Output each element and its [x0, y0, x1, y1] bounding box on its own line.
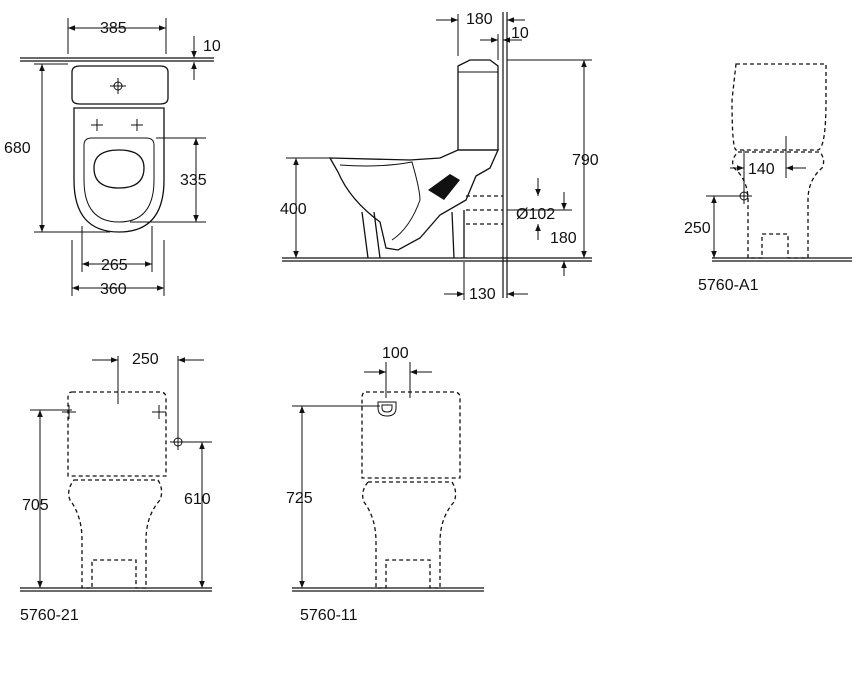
variant-a1: 140 250 5760-A1	[684, 63, 852, 294]
fixing-hole-left	[91, 119, 103, 131]
dim-680: 680	[4, 140, 31, 157]
variant-21: 250 705 610 5760-21	[20, 351, 212, 624]
dim-790: 790	[572, 152, 599, 169]
dim-705: 705	[22, 497, 49, 514]
dim-10-gap: 10	[511, 25, 529, 42]
dim-180-tank: 180	[466, 11, 493, 28]
bowl-outline	[73, 107, 165, 233]
code-5760-11: 5760-11	[300, 607, 358, 624]
dim-140: 140	[748, 161, 775, 178]
code-5760-a1: 5760-A1	[698, 277, 759, 294]
dim-100: 100	[382, 345, 409, 362]
flush-symbol	[110, 78, 126, 94]
side-view: 180 10 790 400 Ø102 180 130	[280, 11, 599, 303]
dim-10: 10	[203, 38, 221, 55]
dim-725: 725	[286, 490, 313, 507]
top-view: 385 10 680 335 265 360	[4, 18, 221, 298]
dim-diameter: Ø102	[516, 206, 555, 223]
dim-180-outlet: 180	[550, 230, 577, 247]
dim-610: 610	[184, 491, 211, 508]
side-symbol-left	[62, 405, 76, 419]
dim-130: 130	[469, 286, 496, 303]
dim-335: 335	[180, 172, 207, 189]
trap-section	[428, 174, 460, 200]
code-5760-21: 5760-21	[20, 607, 79, 624]
tank-side	[457, 59, 499, 151]
dim-250-offset: 250	[132, 351, 159, 368]
side-symbol-right	[152, 405, 166, 419]
fixing-hole-right	[131, 119, 143, 131]
bowl-opening	[93, 149, 145, 189]
dim-400: 400	[280, 201, 307, 218]
dim-265: 265	[101, 257, 128, 274]
dim-360: 360	[100, 281, 127, 298]
bowl-side	[328, 149, 500, 251]
variant-11: 100 725 5760-11	[286, 345, 484, 624]
tank-outline	[71, 65, 169, 105]
flush-button	[377, 401, 397, 417]
dim-385: 385	[100, 20, 127, 37]
bowl-inner	[83, 137, 155, 223]
inlet-symbol	[170, 434, 186, 450]
dim-250: 250	[684, 220, 711, 237]
